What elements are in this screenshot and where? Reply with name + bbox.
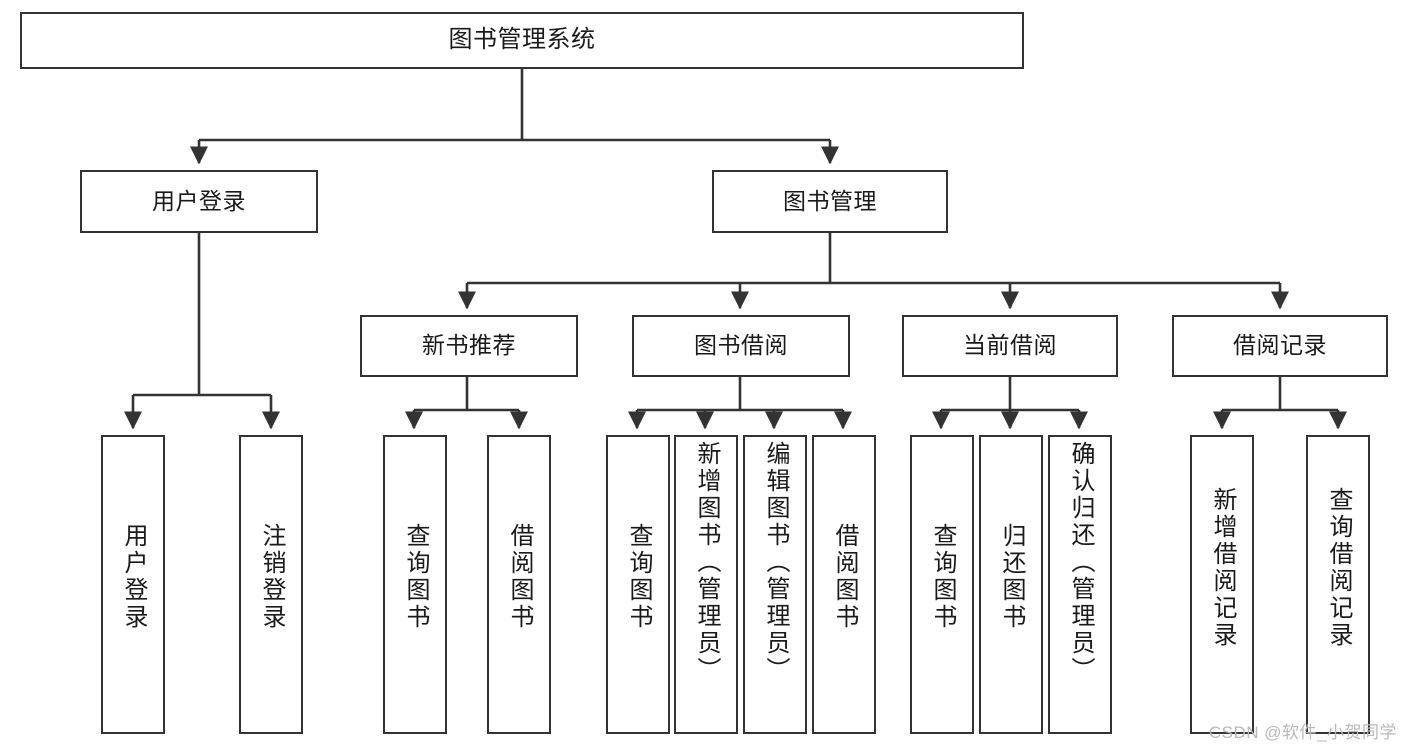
leaf-add-book-admin[interactable]: 新增图书（管理员） xyxy=(674,435,738,734)
leaf-user-login[interactable]: 用户登录 xyxy=(101,435,165,734)
node-label: 图书管理系统 xyxy=(448,26,596,54)
leaf-edit-book-admin[interactable]: 编辑图书（管理员） xyxy=(743,435,807,734)
leaf-query-books-current[interactable]: 查询图书 xyxy=(910,435,974,734)
node-label: 确认归还（管理员） xyxy=(1067,441,1094,684)
node-label: 用户登录 xyxy=(152,187,246,214)
node-book-borrow[interactable]: 图书借阅 xyxy=(632,315,850,377)
node-label: 图书借阅 xyxy=(694,332,788,359)
node-book-management[interactable]: 图书管理 xyxy=(712,170,948,233)
node-label: 用户登录 xyxy=(120,523,147,631)
leaf-borrow-books-recommend[interactable]: 借阅图书 xyxy=(487,435,551,734)
node-label: 新增借阅记录 xyxy=(1209,487,1236,649)
leaf-borrow-books[interactable]: 借阅图书 xyxy=(812,435,876,734)
node-borrow-records[interactable]: 借阅记录 xyxy=(1172,315,1388,377)
node-label: 新增图书（管理员） xyxy=(693,441,720,684)
node-label: 归还图书 xyxy=(998,523,1025,631)
node-label: 图书管理 xyxy=(783,187,877,214)
leaf-logout[interactable]: 注销登录 xyxy=(239,435,303,734)
leaf-query-borrow-record[interactable]: 查询借阅记录 xyxy=(1306,435,1370,734)
leaf-confirm-return-admin[interactable]: 确认归还（管理员） xyxy=(1048,435,1112,734)
csdn-watermark: CSDN @软件_小贺同学 xyxy=(1208,723,1397,742)
node-label: 借阅记录 xyxy=(1233,332,1327,359)
node-root-library-system[interactable]: 图书管理系统 xyxy=(20,12,1024,69)
node-label: 新书推荐 xyxy=(422,332,516,359)
node-label: 借阅图书 xyxy=(506,523,533,631)
node-label: 查询借阅记录 xyxy=(1325,487,1352,649)
node-current-borrow[interactable]: 当前借阅 xyxy=(902,315,1118,377)
node-label: 当前借阅 xyxy=(963,332,1057,359)
node-label: 借阅图书 xyxy=(831,523,858,631)
node-label: 查询图书 xyxy=(402,523,429,631)
leaf-add-borrow-record[interactable]: 新增借阅记录 xyxy=(1190,435,1254,734)
node-label: 查询图书 xyxy=(929,523,956,631)
leaf-query-books-borrow[interactable]: 查询图书 xyxy=(606,435,670,734)
node-label: 查询图书 xyxy=(625,523,652,631)
node-label: 编辑图书（管理员） xyxy=(762,441,789,684)
leaf-query-books-recommend[interactable]: 查询图书 xyxy=(383,435,447,734)
leaf-return-books[interactable]: 归还图书 xyxy=(979,435,1043,734)
node-user-login[interactable]: 用户登录 xyxy=(80,170,318,233)
node-label: 注销登录 xyxy=(258,523,285,631)
node-new-book-recommend[interactable]: 新书推荐 xyxy=(360,315,578,377)
